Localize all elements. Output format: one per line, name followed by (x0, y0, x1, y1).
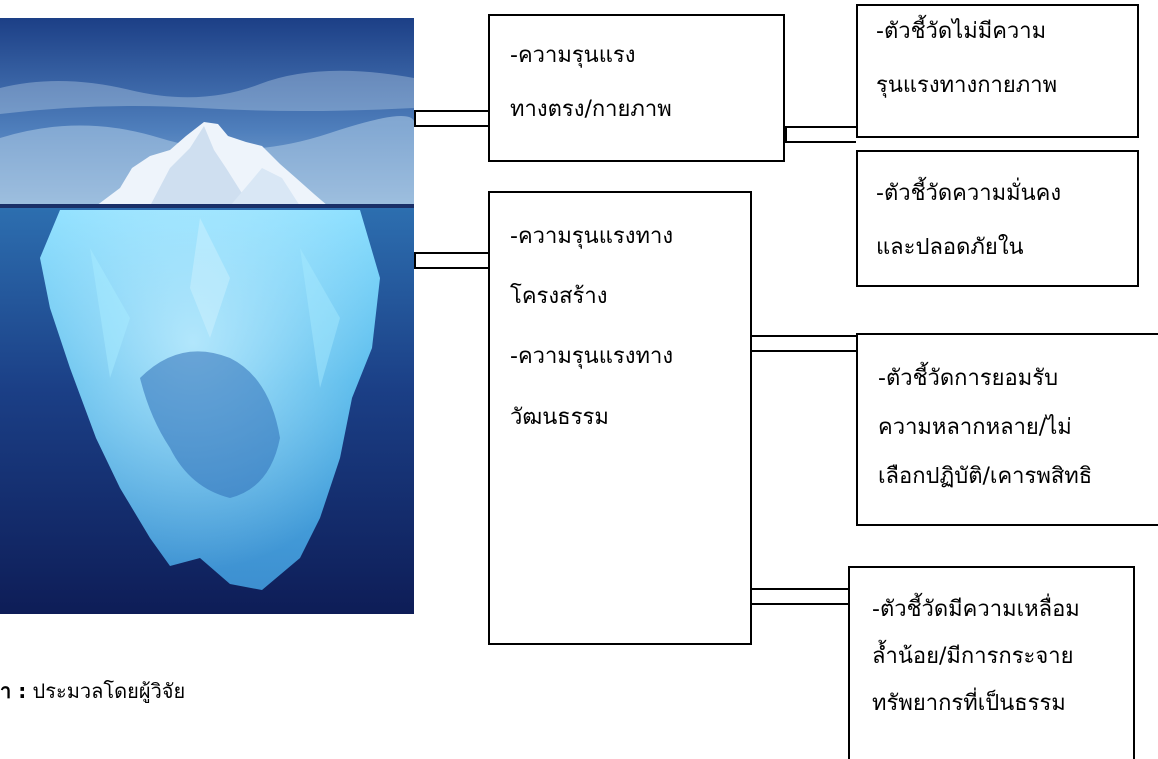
indicator-acceptance-line2: ความหลากหลาย/ไม่ (878, 415, 1072, 441)
connector-structural-to-equality (752, 588, 850, 605)
connector-iceberg-to-direct (414, 110, 488, 127)
connector-direct-to-physical (785, 126, 856, 143)
indicator-physical-line1: -ตัวชี้วัดไม่มีความ (876, 19, 1047, 44)
structural-violence-line1: -ความรุนแรงทาง (510, 224, 674, 249)
indicator-equality-line2: ล้ำน้อย/มีการกระจาย (872, 644, 1074, 670)
indicator-physical-line2: รุนแรงทางกายภาพ (876, 73, 1058, 99)
box-indicator-no-physical-violence: -ตัวชี้วัดไม่มีความ รุนแรงทางกายภาพ (856, 4, 1139, 138)
indicator-equality-line3: ทรัพยากรที่เป็นธรรม (872, 691, 1066, 717)
indicator-acceptance-line1: -ตัวชี้วัดการยอมรับ (878, 366, 1059, 391)
structural-violence-line2: โครงสร้าง (510, 284, 608, 310)
cultural-violence-line2: วัฒนธรรม (510, 404, 609, 430)
direct-violence-line2: ทางตรง/กายภาพ (510, 97, 672, 123)
source-caption: า : ประมวลโดยผู้วิจัย (0, 675, 185, 707)
connector-structural-to-acceptance (752, 335, 858, 352)
source-label: า : (0, 679, 27, 703)
box-indicator-equality: -ตัวชี้วัดมีความเหลื่อม ล้ำน้อย/มีการกระ… (848, 566, 1135, 759)
indicator-equality-line1: -ตัวชี้วัดมีความเหลื่อม (872, 597, 1080, 622)
indicator-security-line1: -ตัวชี้วัดความมั่นคง (876, 181, 1062, 206)
box-indicator-acceptance: -ตัวชี้วัดการยอมรับ ความหลากหลาย/ไม่ เลื… (856, 333, 1158, 526)
indicator-acceptance-line3: เลือกปฏิบัติ/เคารพสิทธิ (878, 464, 1093, 490)
box-direct-physical-violence: -ความรุนแรง ทางตรง/กายภาพ (488, 14, 785, 162)
source-text: ประมวลโดยผู้วิจัย (26, 679, 186, 703)
connector-iceberg-to-structural (414, 252, 488, 269)
cultural-violence-line1: -ความรุนแรงทาง (510, 344, 674, 370)
box-structural-cultural-violence: -ความรุนแรงทาง โครงสร้าง -ความรุนแรงทาง … (488, 191, 752, 645)
direct-violence-line1: -ความรุนแรง (510, 43, 636, 68)
indicator-security-line2: และปลอดภัยใน (876, 235, 1024, 261)
box-indicator-security: -ตัวชี้วัดความมั่นคง และปลอดภัยใน (856, 150, 1139, 287)
iceberg-image (0, 18, 414, 614)
